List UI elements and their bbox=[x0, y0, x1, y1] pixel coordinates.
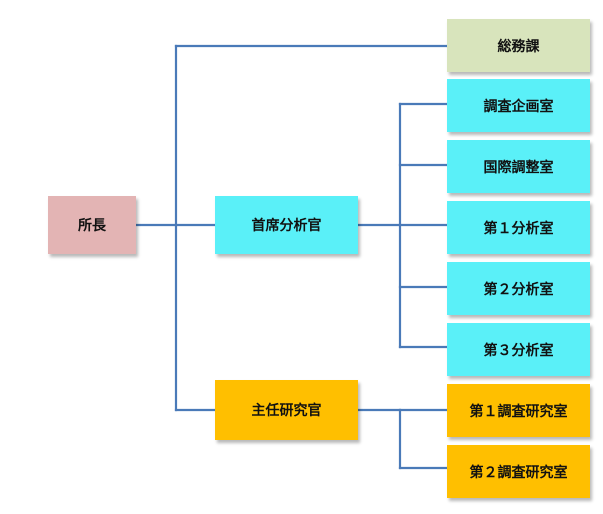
research-unit-label: 第２調査研究室 bbox=[469, 464, 568, 481]
general-affairs-box: 総務課 bbox=[447, 19, 590, 72]
research-unit-box: 第２調査研究室 bbox=[447, 445, 590, 498]
analyst-unit-box: 第３分析室 bbox=[447, 323, 590, 376]
director-label: 所長 bbox=[78, 218, 106, 234]
analyst-unit-box: 国際調整室 bbox=[447, 140, 590, 193]
analyst-unit-label: 第３分析室 bbox=[483, 342, 554, 359]
analyst-unit-box: 第１分析室 bbox=[447, 201, 590, 254]
analyst-unit-box: 第２分析室 bbox=[447, 262, 590, 315]
chief-analyst-label: 首席分析官 bbox=[251, 218, 322, 234]
director-box: 所長 bbox=[48, 196, 136, 254]
analyst-unit-label: 調査企画室 bbox=[483, 98, 554, 115]
research-unit-label: 第１調査研究室 bbox=[469, 403, 568, 420]
analyst-unit-label: 国際調整室 bbox=[483, 159, 554, 176]
research-unit-box: 第１調査研究室 bbox=[447, 384, 590, 437]
analyst-unit-label: 第１分析室 bbox=[483, 220, 554, 237]
analyst-unit-label: 第２分析室 bbox=[483, 281, 554, 298]
chief-analyst-box: 首席分析官 bbox=[215, 196, 358, 254]
chief-researcher-box: 主任研究官 bbox=[215, 380, 358, 440]
general-affairs-label: 総務課 bbox=[497, 38, 540, 55]
analyst-unit-box: 調査企画室 bbox=[447, 79, 590, 132]
chief-researcher-label: 主任研究官 bbox=[251, 403, 322, 419]
